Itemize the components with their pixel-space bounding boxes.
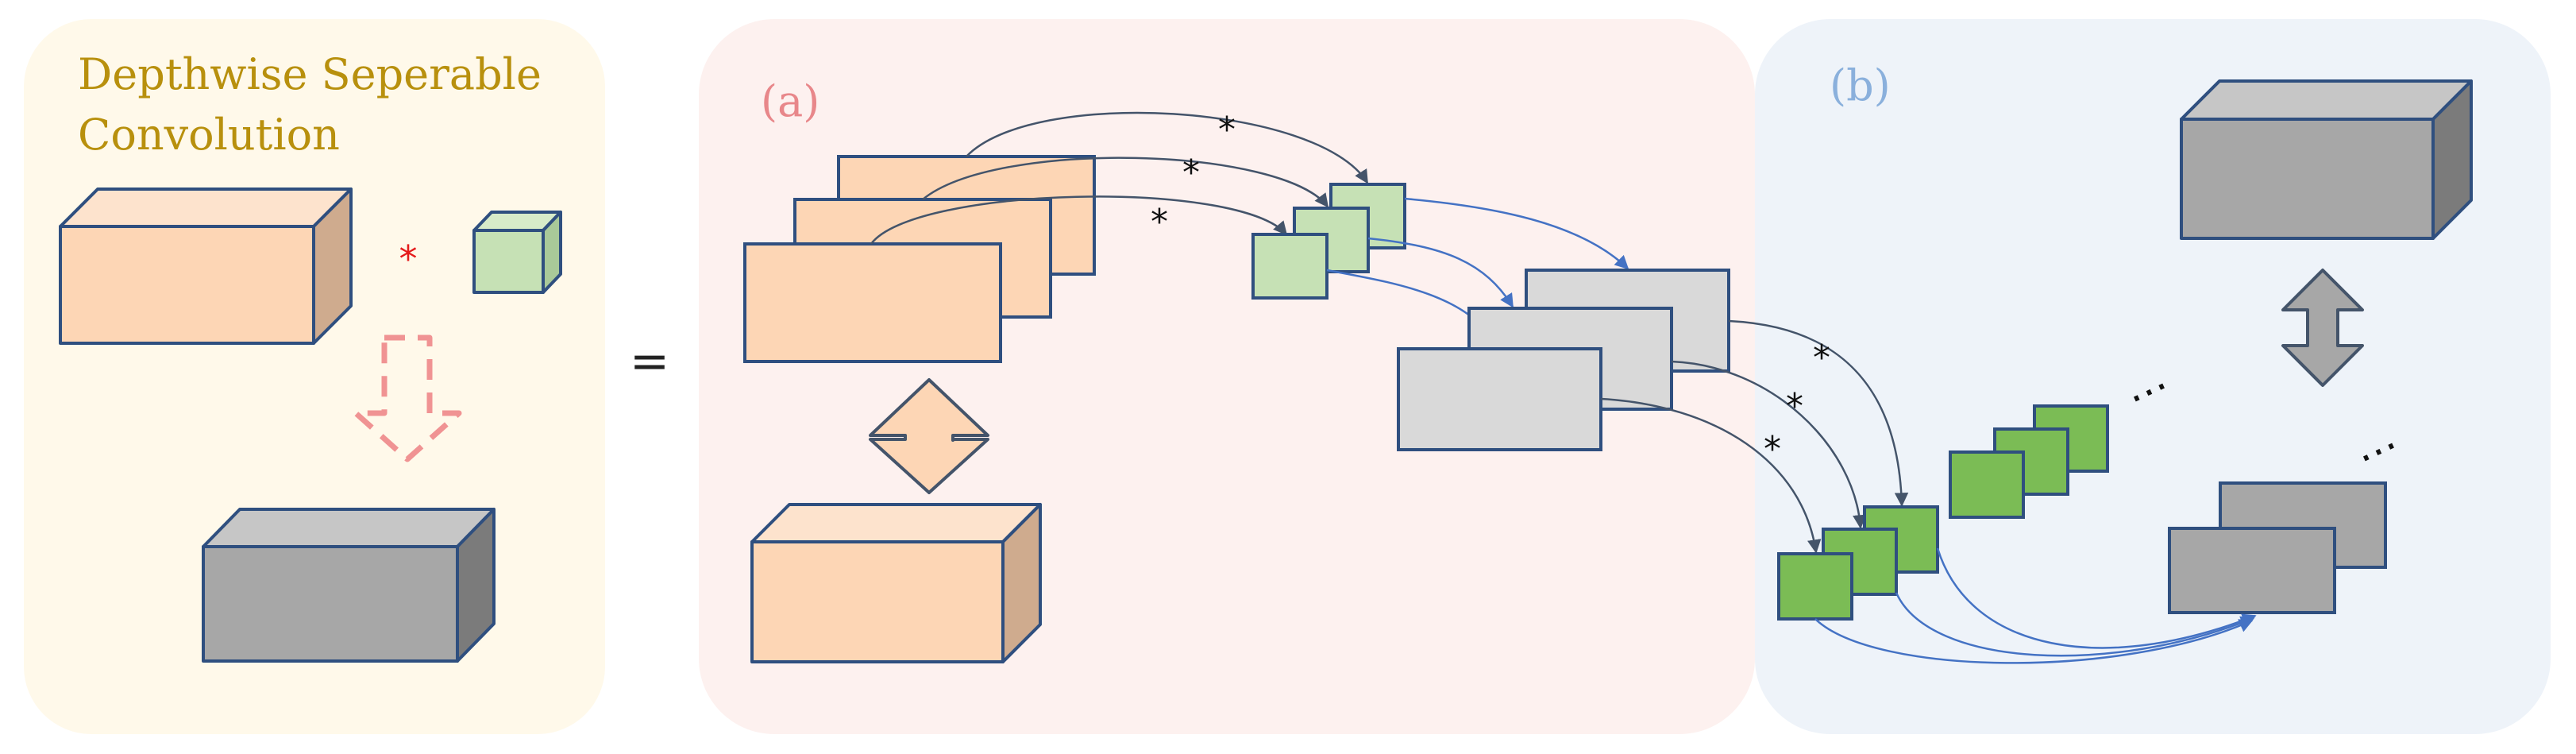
- panel-a: (a) * * *: [699, 19, 1755, 734]
- curved-arrow-blue: [1367, 237, 1514, 308]
- kernel-to-output-arrows: [1814, 547, 2257, 664]
- panel-b: (b) ⋯ ⋯: [1755, 19, 2551, 734]
- up-down-arrow-gray: [2281, 269, 2364, 387]
- curved-arrow: [966, 111, 1369, 184]
- left-panel: Depthwise Seperable Convolution *: [24, 19, 605, 734]
- curved-arrow: [1600, 397, 1822, 554]
- curved-arrow-blue: [1814, 618, 2254, 664]
- panel-a-label: (a): [761, 76, 819, 126]
- slice-to-kernel-arrows: [870, 111, 1369, 245]
- conv-operator-1: *: [1218, 110, 1236, 150]
- gray-to-green-arrows: [1600, 319, 1909, 554]
- output-feature-cuboid: [202, 508, 496, 663]
- pointwise-kernels-middle: [1949, 404, 2109, 519]
- left-panel-title-line1: Depthwise Seperable: [78, 49, 542, 99]
- curved-arrow-blue: [1936, 547, 2257, 649]
- curved-arrow-blue: [1404, 197, 1629, 270]
- depthwise-kernel: [1251, 233, 1328, 300]
- conv-operator-5: *: [1786, 386, 1803, 427]
- pointwise-kernel: [1777, 552, 1853, 621]
- curved-arrow: [1671, 360, 1867, 529]
- convolution-operator: *: [399, 238, 418, 280]
- curved-arrow: [922, 157, 1329, 208]
- kernel-cube: [472, 211, 562, 294]
- panel-b-cuboid: [2180, 79, 2473, 240]
- up-down-arrow-peach: [869, 378, 989, 494]
- dashed-down-arrow: [353, 334, 462, 462]
- pointwise-kernels-bottom: [1777, 505, 1939, 621]
- output-slices: [2168, 481, 2387, 614]
- conv-operator-4: *: [1813, 338, 1830, 378]
- intermediate-slice: [1397, 347, 1602, 451]
- depthwise-kernels: [1251, 183, 1406, 300]
- output-slice: [2168, 527, 2336, 614]
- conv-operator-6: *: [1764, 429, 1781, 470]
- panel-a-cuboid: [750, 503, 1042, 663]
- input-channel-slice: [743, 242, 1002, 363]
- conv-operator-2: *: [1182, 153, 1200, 193]
- curved-arrow: [870, 195, 1288, 245]
- left-panel-title-line2: Convolution: [78, 110, 340, 160]
- equals-sign: =: [630, 334, 669, 389]
- intermediate-slices: [1397, 269, 1730, 451]
- input-feature-cuboid: [59, 188, 353, 345]
- pointwise-kernel: [1949, 450, 2025, 519]
- input-channel-slices: [743, 155, 1096, 363]
- curved-arrow-blue: [1895, 592, 2255, 657]
- conv-operator-3: *: [1151, 202, 1168, 242]
- curved-arrow: [1728, 319, 1909, 507]
- panel-b-label: (b): [1830, 60, 1891, 110]
